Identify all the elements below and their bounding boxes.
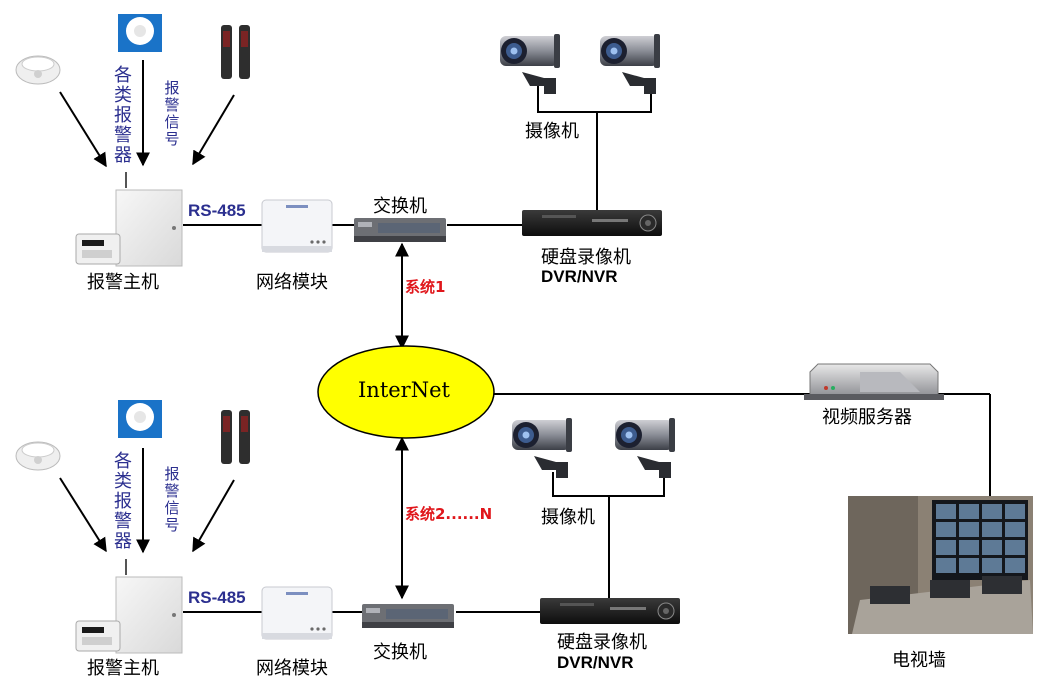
alarm-signal-label: 报警信号 <box>164 79 180 148</box>
alarm-panel-icon <box>75 558 183 654</box>
video-server-icon <box>804 363 944 400</box>
alarm-panel-icon <box>75 171 183 267</box>
dvr-label: 硬盘录像机 <box>541 247 631 268</box>
video-server-label: 视频服务器 <box>822 407 912 428</box>
tv-wall-label: 电视墙 <box>892 650 946 671</box>
alarm-signal-label: 报警信号 <box>164 465 180 534</box>
dvr-icon <box>539 597 681 625</box>
beam-detector-icon <box>221 410 250 464</box>
dvr-nvr-label: DVR/NVR <box>557 653 634 672</box>
network-module-label: 网络模块 <box>256 658 328 679</box>
cctv-camera-icon <box>600 34 660 94</box>
system1-link-label: 系统1 <box>405 278 446 296</box>
alarm-sensor-icon <box>118 14 162 52</box>
sensors-label: 各类报警器 <box>114 65 132 166</box>
internet-ellipse <box>317 345 495 439</box>
sensors-label: 各类报警器 <box>114 451 132 552</box>
arrows <box>59 60 409 600</box>
rs485-label: RS-485 <box>188 201 246 220</box>
dvr-nvr-label: DVR/NVR <box>541 267 618 286</box>
network-module-label: 网络模块 <box>256 272 328 293</box>
tv-wall-photo <box>848 496 1033 634</box>
system2-link-label: 系统2......N <box>405 505 493 523</box>
network-module-icon <box>261 199 333 253</box>
cctv-camera-icon <box>512 418 572 478</box>
smoke-detector-icon <box>15 55 61 85</box>
switch-icon <box>354 218 446 242</box>
switch-label: 交换机 <box>373 196 427 217</box>
alarm-host-label: 报警主机 <box>87 658 159 679</box>
alarm-sensor-icon <box>118 400 162 438</box>
dvr-label: 硬盘录像机 <box>557 632 647 653</box>
beam-detector-icon <box>221 25 250 79</box>
alarm-host-label: 报警主机 <box>87 272 159 293</box>
cctv-camera-icon <box>615 418 675 478</box>
switch-icon <box>362 604 454 628</box>
network-module-icon <box>261 586 333 640</box>
smoke-detector-icon <box>15 441 61 471</box>
camera-label: 摄像机 <box>525 121 579 142</box>
dvr-icon <box>521 209 663 237</box>
rs485-label: RS-485 <box>188 588 246 607</box>
switch-label: 交换机 <box>373 642 427 663</box>
camera-label: 摄像机 <box>541 507 595 528</box>
internet-label: InterNet <box>358 378 450 402</box>
cctv-camera-icon <box>500 34 560 94</box>
